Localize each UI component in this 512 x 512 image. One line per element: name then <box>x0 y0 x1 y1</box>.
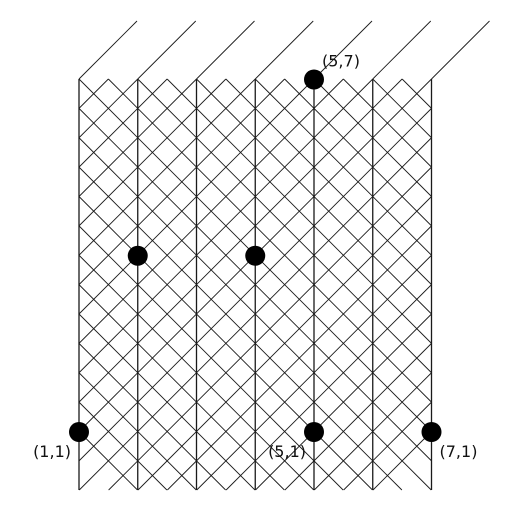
point-labels: (1,1) (5,1) (7,1) (5,7) <box>33 52 477 462</box>
diagonal-line-up <box>78 78 256 256</box>
lattice-point <box>421 422 442 442</box>
lattice-point <box>245 245 266 266</box>
lattice-point <box>304 69 324 90</box>
diagonal-line-up <box>78 78 285 285</box>
diagonal-line-up <box>196 20 255 80</box>
diagonal-line-up <box>431 20 490 80</box>
diagonal-line-up <box>372 20 432 80</box>
diagonal-line-up <box>196 254 432 491</box>
diagonal-line-up <box>78 78 139 139</box>
diagonal-line-up <box>108 166 432 491</box>
point-label: (1,1) <box>33 442 71 461</box>
diagonal-line-up <box>137 20 197 80</box>
diagonal-line-up <box>372 431 432 491</box>
grid-lines <box>78 20 490 491</box>
diagonal-line-up <box>313 20 373 80</box>
diagonal-line-up <box>78 20 138 80</box>
diagonal-line-up <box>343 401 432 491</box>
diagonal-line-up <box>78 78 109 109</box>
diagonal-line-up <box>78 78 403 403</box>
diagonal-line-up <box>313 372 432 491</box>
diagonal-line-up <box>78 137 432 491</box>
diagonal-line-up <box>167 225 432 491</box>
diagonal-line-up <box>78 78 168 168</box>
diagonal-line-up <box>78 78 197 197</box>
point-label: (7,1) <box>440 442 478 461</box>
diagonal-line-up <box>137 196 432 491</box>
diagonal-line-up <box>78 78 344 344</box>
diagonal-line-up <box>78 78 315 315</box>
diagonal-line-up <box>78 108 432 462</box>
diagonal-line-up <box>78 78 374 374</box>
lattice-point <box>69 422 89 442</box>
diagonal-line-up <box>284 343 432 491</box>
diagonal-line-up <box>78 78 227 227</box>
point-label: (5,1) <box>268 442 306 461</box>
point-label: (5,7) <box>322 52 360 71</box>
diagonal-line-up <box>254 20 314 80</box>
lattice-point <box>127 245 148 266</box>
diagonal-line-up <box>225 284 432 491</box>
diagonal-line-up <box>255 313 432 491</box>
lattice-point <box>304 422 324 442</box>
lattice-points <box>69 69 442 442</box>
